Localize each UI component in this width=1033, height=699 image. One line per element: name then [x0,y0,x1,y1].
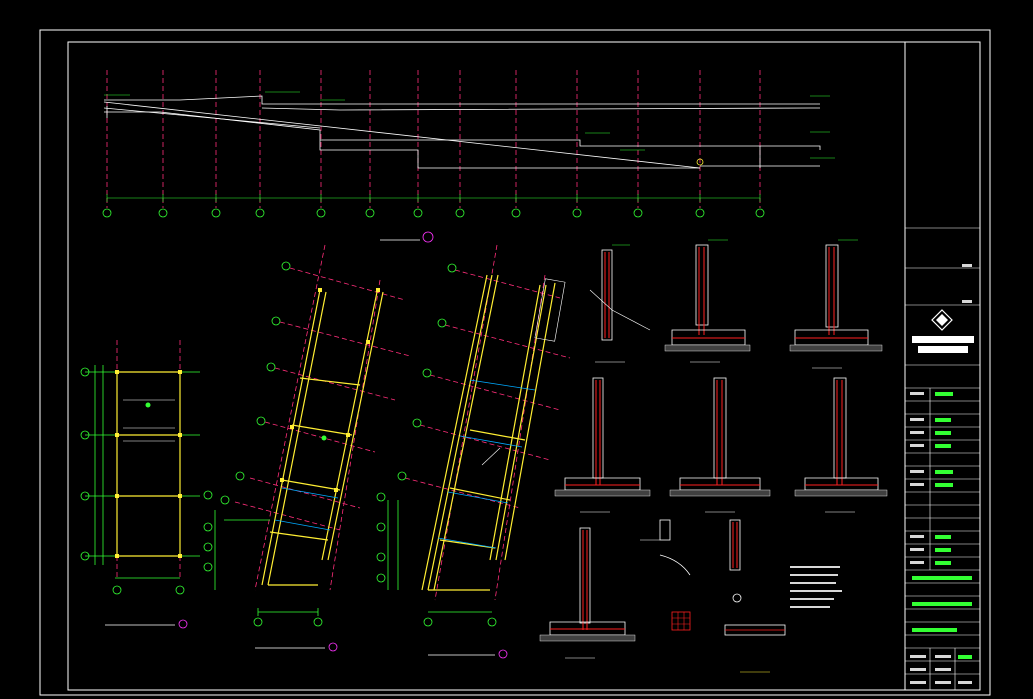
left-plan-grid [85,365,200,579]
wall-section-4 [554,377,651,513]
left-plan-columns [115,370,182,558]
middle-plan-axis-bubbles [203,261,323,627]
title-block-rows [905,227,980,690]
left-plan-marker-icon [145,402,151,408]
right-plan-dimensions [387,500,492,613]
slab-detail [724,624,786,673]
elevation-profile [103,95,821,169]
wall-section-5 [669,377,771,513]
wall-section-details[interactable] [539,239,888,673]
wall-section-1 [589,244,651,363]
middle-plan-dimensions [214,510,319,616]
title-block[interactable] [904,42,980,690]
middle-plan-columns [280,288,380,492]
wall-section-2 [664,239,751,363]
right-plan-detail [481,278,566,466]
elevation-axis-bubbles [102,208,765,218]
middle-plan-marker-icon [321,435,327,441]
elevation-marker-icon [696,158,704,166]
middle-plan-axis-lines [234,244,411,591]
top-elevation-view[interactable] [102,70,835,243]
left-plan-inner [123,399,175,442]
wall-section-3 [789,239,883,369]
company-name-bars [912,336,974,353]
outer-sheet-border [39,29,991,696]
left-plan-beams [116,371,181,557]
diamond-logo-icon [931,309,953,331]
middle-plan-beams [261,289,384,586]
small-detail-b [729,519,742,603]
right-plan-beams [421,274,556,591]
title-block-field-values [912,392,972,659]
middle-slanted-plan-view[interactable] [203,244,411,652]
right-plan-label [428,649,508,659]
wall-section-7 [539,527,636,659]
inner-sheet-border [67,41,981,691]
elevation-axis-lines [106,70,761,208]
right-slanted-plan-view[interactable] [376,244,571,659]
small-detail-a [640,519,691,576]
left-rect-plan-view[interactable] [80,340,200,629]
middle-plan-label [255,642,338,652]
right-plan-blue-members [437,379,536,549]
left-plan-label [105,619,188,629]
middle-plan-blue-members [274,487,339,531]
left-plan-axis-bubbles [80,367,185,595]
elevation-dimension-line [106,194,761,202]
title-block-field-labels [910,264,972,684]
general-notes [790,566,842,608]
elevation-view-label [380,231,434,243]
right-plan-axis-bubbles [376,263,497,627]
elevation-annotations [104,91,835,159]
wall-section-6 [794,377,888,513]
left-plan-axis-lines [116,340,181,580]
rebar-grid-detail [671,611,691,631]
